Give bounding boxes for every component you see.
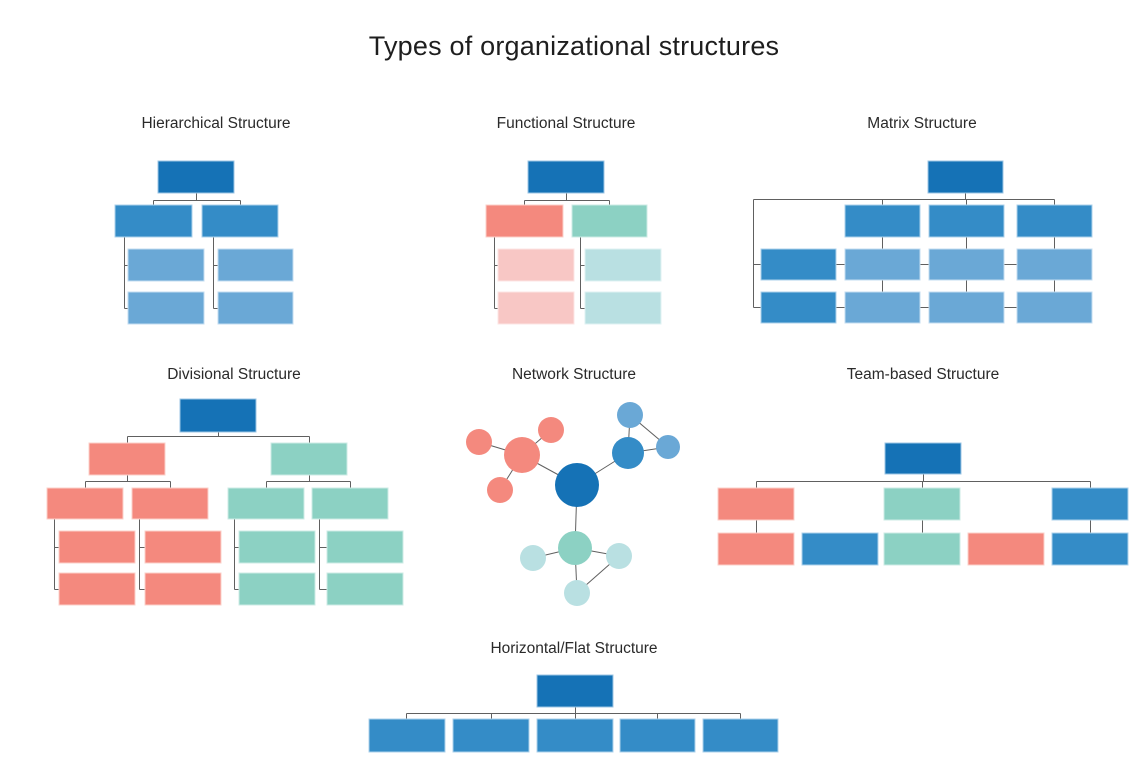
org-box-dark_blue: [179, 398, 257, 433]
diagram-title-functional: Functional Structure: [496, 115, 636, 132]
org-box-salmon: [58, 572, 136, 606]
org-box-medium_blue: [1051, 532, 1129, 566]
diagram-title-hierarchical: Hierarchical Structure: [141, 115, 291, 132]
network-node-salmon: [504, 437, 540, 473]
org-box-salmon: [46, 487, 124, 520]
network-node-light_teal: [520, 545, 546, 571]
org-box-teal: [326, 572, 404, 606]
diagram-hierarchical: [114, 160, 294, 325]
org-box-dark_blue: [157, 160, 235, 194]
diagram-title-horizontal-flat: Horizontal/Flat Structure: [490, 640, 658, 657]
org-box-medium_blue: [201, 204, 279, 238]
network-node-light_teal: [564, 580, 590, 606]
network-node-salmon: [538, 417, 564, 443]
org-box-salmon: [967, 532, 1045, 566]
network-node-medium_blue: [612, 437, 644, 469]
org-box-light_salmon: [497, 248, 575, 282]
org-box-medium_blue: [801, 532, 879, 566]
org-box-medium_blue: [452, 718, 530, 753]
network-node-light_blue: [656, 435, 680, 459]
diagram-network: [466, 402, 680, 606]
org-box-teal: [883, 487, 961, 521]
org-box-light_blue: [928, 248, 1005, 281]
org-box-light_salmon: [497, 291, 575, 325]
org-box-light_blue: [1016, 248, 1093, 281]
org-box-teal: [238, 530, 316, 564]
diagram-functional: [485, 160, 662, 325]
org-box-teal: [311, 487, 389, 520]
org-box-medium_blue: [928, 204, 1005, 238]
org-box-dark_blue: [536, 674, 614, 708]
diagram-horizontal-flat: [368, 674, 779, 753]
org-box-light_blue: [127, 248, 205, 282]
org-box-light_blue: [217, 248, 294, 282]
network-node-light_teal: [606, 543, 632, 569]
org-box-salmon: [485, 204, 564, 238]
page-title: Types of organizational structures: [368, 31, 780, 61]
org-box-salmon: [131, 487, 209, 520]
diagram-divisional: [46, 398, 404, 606]
org-box-dark_blue: [927, 160, 1004, 194]
network-node-salmon: [466, 429, 492, 455]
org-box-light_blue: [1016, 291, 1093, 324]
org-box-medium_blue: [1016, 204, 1093, 238]
org-box-teal: [270, 442, 348, 476]
org-box-light_teal: [584, 291, 662, 325]
org-box-dark_blue: [884, 442, 962, 475]
org-box-light_blue: [844, 248, 921, 281]
org-box-medium_blue: [619, 718, 696, 753]
org-box-medium_blue: [702, 718, 779, 753]
org-box-salmon: [58, 530, 136, 564]
org-box-medium_blue: [1051, 487, 1129, 521]
diagram-title-team-based: Team-based Structure: [846, 366, 1000, 383]
org-box-light_blue: [217, 291, 294, 325]
org-box-dark_blue: [527, 160, 605, 194]
org-box-salmon: [717, 532, 795, 566]
org-box-teal: [883, 532, 961, 566]
org-box-salmon: [88, 442, 166, 476]
org-box-teal: [571, 204, 648, 238]
org-box-teal: [326, 530, 404, 564]
diagram-team-based: [717, 442, 1129, 566]
org-box-medium_blue: [844, 204, 921, 238]
diagram-title-network: Network Structure: [511, 366, 637, 383]
network-node-dark_blue: [555, 463, 599, 507]
org-box-light_blue: [928, 291, 1005, 324]
diagram-matrix: [753, 160, 1093, 324]
org-box-teal: [238, 572, 316, 606]
diagram-title-matrix: Matrix Structure: [867, 115, 977, 132]
org-box-light_teal: [584, 248, 662, 282]
network-node-light_blue: [617, 402, 643, 428]
org-box-medium_blue: [536, 718, 614, 753]
network-node-teal: [558, 531, 592, 565]
org-box-salmon: [717, 487, 795, 521]
org-box-medium_blue: [760, 248, 837, 281]
diagram-title-divisional: Divisional Structure: [167, 366, 301, 383]
org-box-light_blue: [844, 291, 921, 324]
network-node-salmon: [487, 477, 513, 503]
org-box-medium_blue: [114, 204, 193, 238]
org-box-medium_blue: [368, 718, 446, 753]
org-box-teal: [227, 487, 305, 520]
org-box-salmon: [144, 572, 222, 606]
org-box-medium_blue: [760, 291, 837, 324]
org-box-salmon: [144, 530, 222, 564]
org-box-light_blue: [127, 291, 205, 325]
